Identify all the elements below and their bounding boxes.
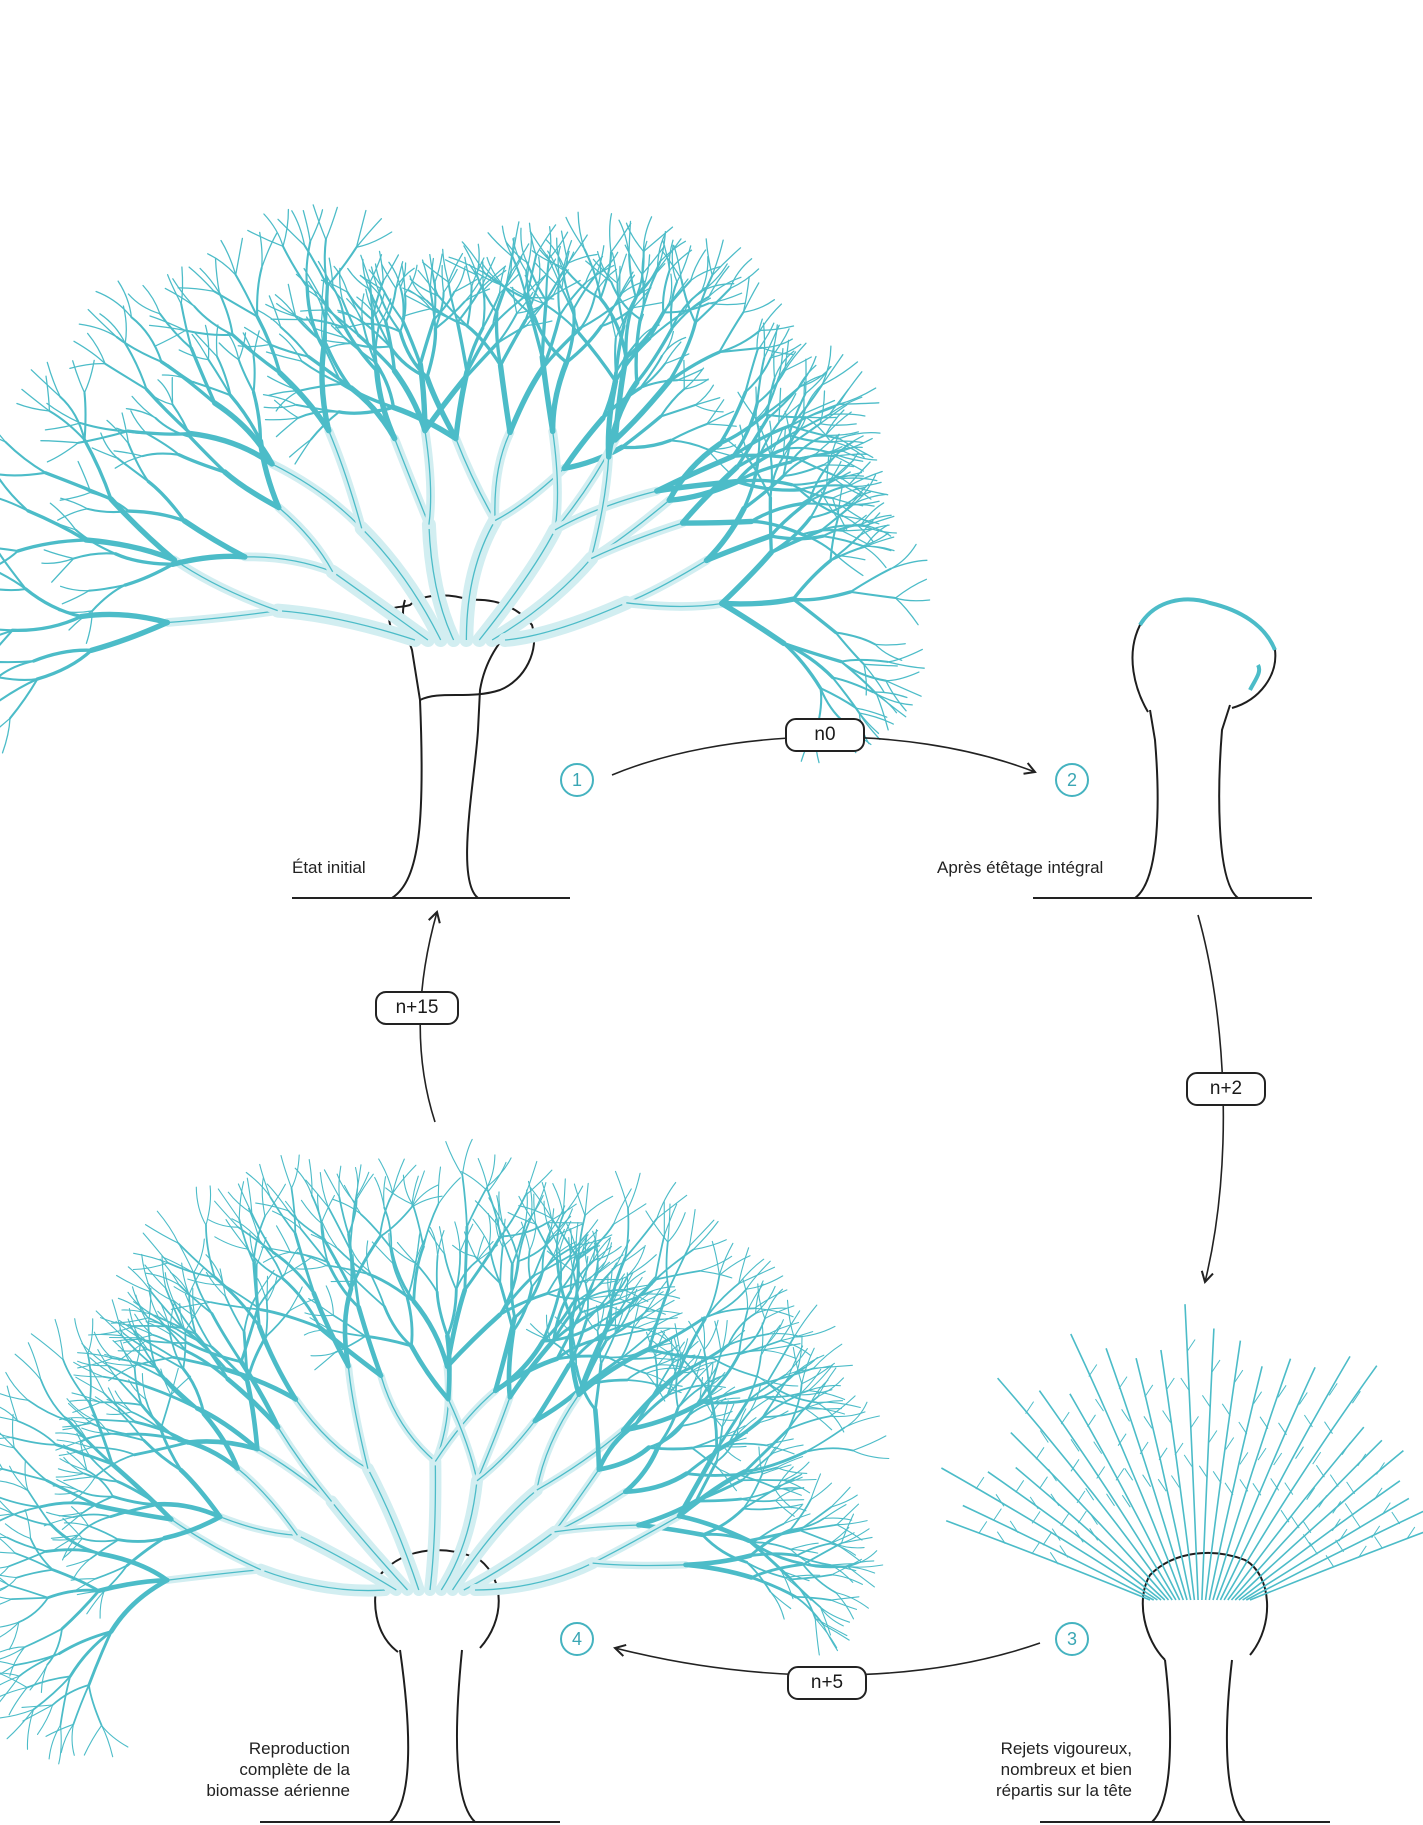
step-number-4: 4 [560, 1622, 594, 1656]
transition-label-n5: n+5 [787, 1666, 867, 1700]
stage-label-4-line-2: complète de la [150, 1759, 350, 1780]
trunk-4 [390, 1650, 475, 1822]
stage-label-1: État initial [292, 857, 366, 878]
crown-1 [0, 205, 930, 763]
transition-label-n0: n0 [785, 718, 865, 752]
stage-label-3: Rejets vigoureux, nombreux et bien répar… [930, 1738, 1132, 1801]
crown-4 [0, 1139, 889, 1764]
transition-label-n15: n+15 [375, 991, 459, 1025]
stage-label-2: Après étêtage intégral [937, 857, 1103, 878]
transition-label-n2: n+2 [1186, 1072, 1266, 1106]
stage-label-4-line-3: biomasse aérienne [150, 1780, 350, 1801]
stage-label-3-line-2: nombreux et bien [930, 1759, 1132, 1780]
stage-label-3-line-3: répartis sur la tête [930, 1780, 1132, 1801]
stage-label-3-line-1: Rejets vigoureux, [930, 1738, 1132, 1759]
step-number-1: 1 [560, 763, 594, 797]
head-3 [1143, 1553, 1267, 1660]
step-number-3: 3 [1055, 1622, 1089, 1656]
head-2-cut-marks [1140, 599, 1275, 690]
stage-label-4-line-1: Reproduction [150, 1738, 350, 1759]
step-number-2: 2 [1055, 763, 1089, 797]
trunk-3 [1152, 1660, 1245, 1822]
trunk-2 [1135, 705, 1238, 898]
head-2 [1132, 599, 1275, 712]
stage-label-4: Reproduction complète de la biomasse aér… [150, 1738, 350, 1801]
shoots-3 [941, 1304, 1423, 1600]
